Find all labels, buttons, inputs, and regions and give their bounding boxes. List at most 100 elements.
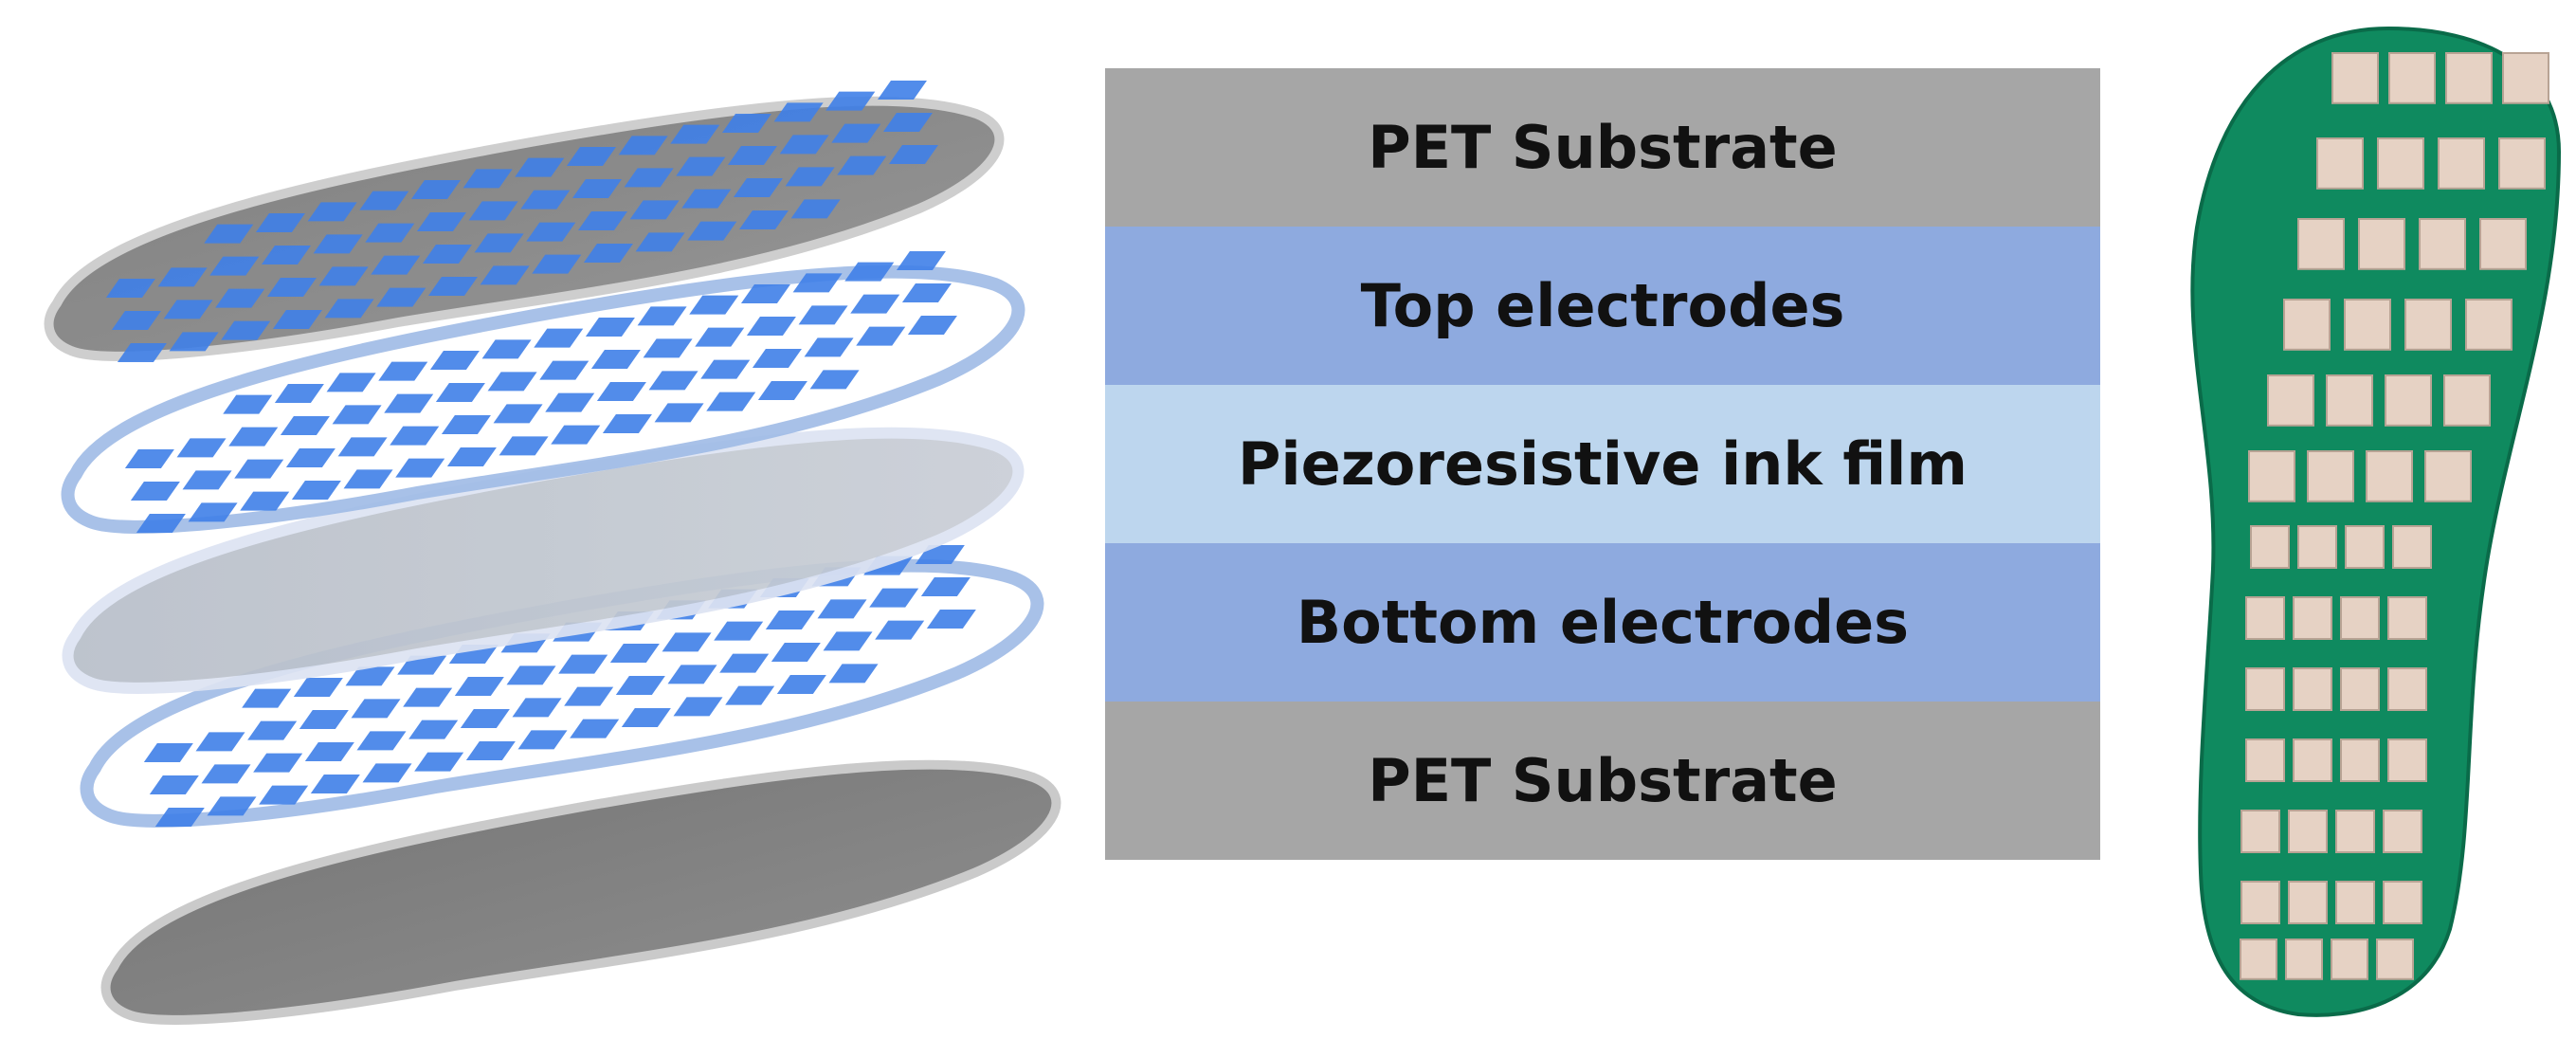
sensor-pad: [2344, 299, 2391, 351]
top-electrode-pad: [643, 338, 693, 358]
top-electrode-pad: [896, 251, 946, 270]
top-pet-pad-shadow: [733, 178, 783, 197]
top-electrode-pad: [695, 327, 745, 347]
top-pet-pad-shadow: [463, 169, 513, 189]
sensor-pad: [2326, 374, 2373, 427]
sensor-pad: [2245, 667, 2285, 711]
top-electrode-pad: [596, 382, 646, 401]
top-pet-pad-shadow: [566, 147, 616, 166]
sensor-pad: [2297, 218, 2345, 270]
top-pet-pad-shadow: [480, 265, 530, 285]
top-pet-pad-shadow: [111, 311, 161, 330]
top-pet-pad-shadow: [157, 267, 208, 287]
bottom-electrode-pad: [615, 676, 665, 695]
top-electrode-pad: [752, 349, 802, 368]
top-electrode-pad: [798, 305, 848, 325]
sensor-pad: [2293, 667, 2332, 711]
sensor-pad: [2366, 450, 2413, 502]
top-electrode-pad: [804, 337, 854, 357]
sensor-pad: [2248, 450, 2295, 502]
sensor-pad: [2387, 596, 2427, 640]
top-electrode-pad: [384, 393, 434, 413]
sensor-pad: [2240, 881, 2280, 924]
sensor-pad: [2293, 596, 2332, 640]
top-pet-pad-shadow: [169, 332, 219, 352]
top-electrode-pad: [654, 403, 704, 423]
bottom-electrode-pad: [621, 708, 671, 727]
top-electrode-pad: [602, 414, 652, 433]
top-electrode-pad: [706, 392, 756, 411]
bottom-electrode-pad: [609, 644, 660, 663]
sensor-pad: [2267, 374, 2314, 427]
bottom-electrode-pad: [207, 796, 257, 816]
bottom-electrode-pad: [875, 620, 925, 640]
sensor-pad: [2502, 52, 2549, 104]
bottom-electrode-pad: [408, 720, 459, 739]
sensor-pad: [2240, 939, 2277, 980]
top-pet-pad-shadow: [676, 156, 726, 176]
top-electrode-pad: [188, 502, 238, 522]
bottom-electrode-pad: [512, 698, 562, 718]
bottom-electrode-pad: [719, 653, 770, 673]
top-pet-pad-shadow: [629, 200, 680, 220]
sensor-pad: [2297, 525, 2337, 569]
top-pet-pad-shadow: [422, 245, 472, 264]
bottom-electrode-pad: [247, 720, 298, 740]
top-pet-pad-shadow: [117, 343, 167, 362]
sensor-pad: [2445, 52, 2493, 104]
sensor-pad: [2335, 810, 2375, 853]
sensor-pad: [2293, 738, 2332, 782]
layer-bottom-pet-substrate: PET Substrate: [1105, 702, 2100, 860]
top-electrode-pad: [901, 283, 952, 302]
top-electrode-pad: [844, 262, 895, 282]
top-electrode-pad: [809, 370, 860, 390]
sensor-pad: [2498, 137, 2546, 190]
top-electrode-pad: [395, 458, 445, 478]
top-pet-pad-shadow: [877, 81, 927, 100]
bottom-electrode-pad: [517, 730, 568, 750]
top-electrode-pad: [487, 372, 537, 392]
top-pet-pad-shadow: [209, 256, 260, 276]
bottom-electrode-pad: [465, 741, 516, 760]
top-electrode-pad: [280, 416, 330, 435]
top-electrode-pad: [551, 425, 601, 445]
top-pet-pad-shadow: [515, 157, 565, 177]
sensor-pad: [2340, 667, 2380, 711]
sensor-pad: [2340, 738, 2380, 782]
sensor-pad: [2245, 596, 2285, 640]
bottom-electrode-pad: [259, 785, 309, 805]
bottom-electrode-pad: [149, 775, 199, 794]
top-electrode-pad: [740, 284, 790, 303]
top-electrode-pad: [757, 381, 807, 400]
top-electrode-pad: [856, 326, 906, 346]
bottom-electrode-pad: [558, 654, 608, 674]
bottom-electrode-pad: [926, 610, 976, 629]
top-pet-pad-shadow: [721, 114, 771, 133]
top-electrode-pad: [700, 359, 751, 379]
layer-piezoresistive-ink-film: Piezoresistive ink film: [1105, 385, 2100, 543]
top-pet-pad-shadow: [255, 213, 305, 232]
top-electrode-pad: [291, 481, 341, 500]
top-electrode-pad: [326, 373, 376, 392]
sensor-pad: [2383, 810, 2422, 853]
top-electrode-pad: [850, 294, 900, 314]
layer-top-electrodes: Top electrodes: [1105, 227, 2100, 385]
sensor-pad: [2465, 299, 2513, 351]
bottom-electrode-pad: [673, 697, 723, 717]
sensor-pad: [2358, 218, 2405, 270]
top-pet-pad-shadow: [215, 288, 265, 308]
top-electrode-pad: [228, 427, 279, 447]
top-electrode-pad: [481, 339, 532, 359]
top-pet-pad-shadow: [681, 189, 732, 209]
top-pet-pad-shadow: [727, 146, 777, 165]
bottom-electrode-pad: [564, 686, 614, 706]
sensor-pad: [2388, 52, 2436, 104]
sensor-pad: [2316, 137, 2364, 190]
sensor-pad: [2387, 667, 2427, 711]
bottom-electrode-pad: [253, 753, 303, 773]
bottom-electrode-pad: [667, 665, 717, 684]
bottom-electrode-pad: [817, 599, 867, 619]
top-electrode-pad: [534, 328, 584, 348]
top-electrode-pad: [907, 316, 957, 335]
top-pet-pad-shadow: [272, 310, 322, 329]
